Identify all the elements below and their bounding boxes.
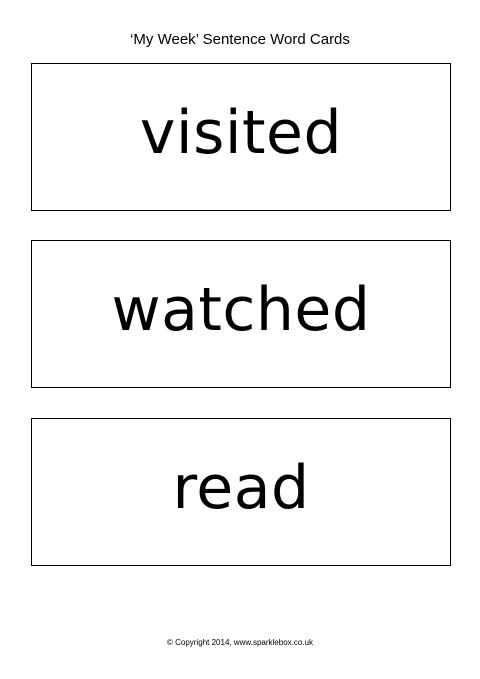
copyright-footer: © Copyright 2014, www.sparklebox.co.uk [167,638,313,647]
card-word: watched [111,275,371,345]
card-word: visited [139,98,343,168]
word-card: watched [31,240,451,388]
card-word: read [172,453,310,523]
page-title: ‘My Week’ Sentence Word Cards [130,31,350,48]
word-card: read [31,418,451,566]
word-card: visited [31,63,451,211]
